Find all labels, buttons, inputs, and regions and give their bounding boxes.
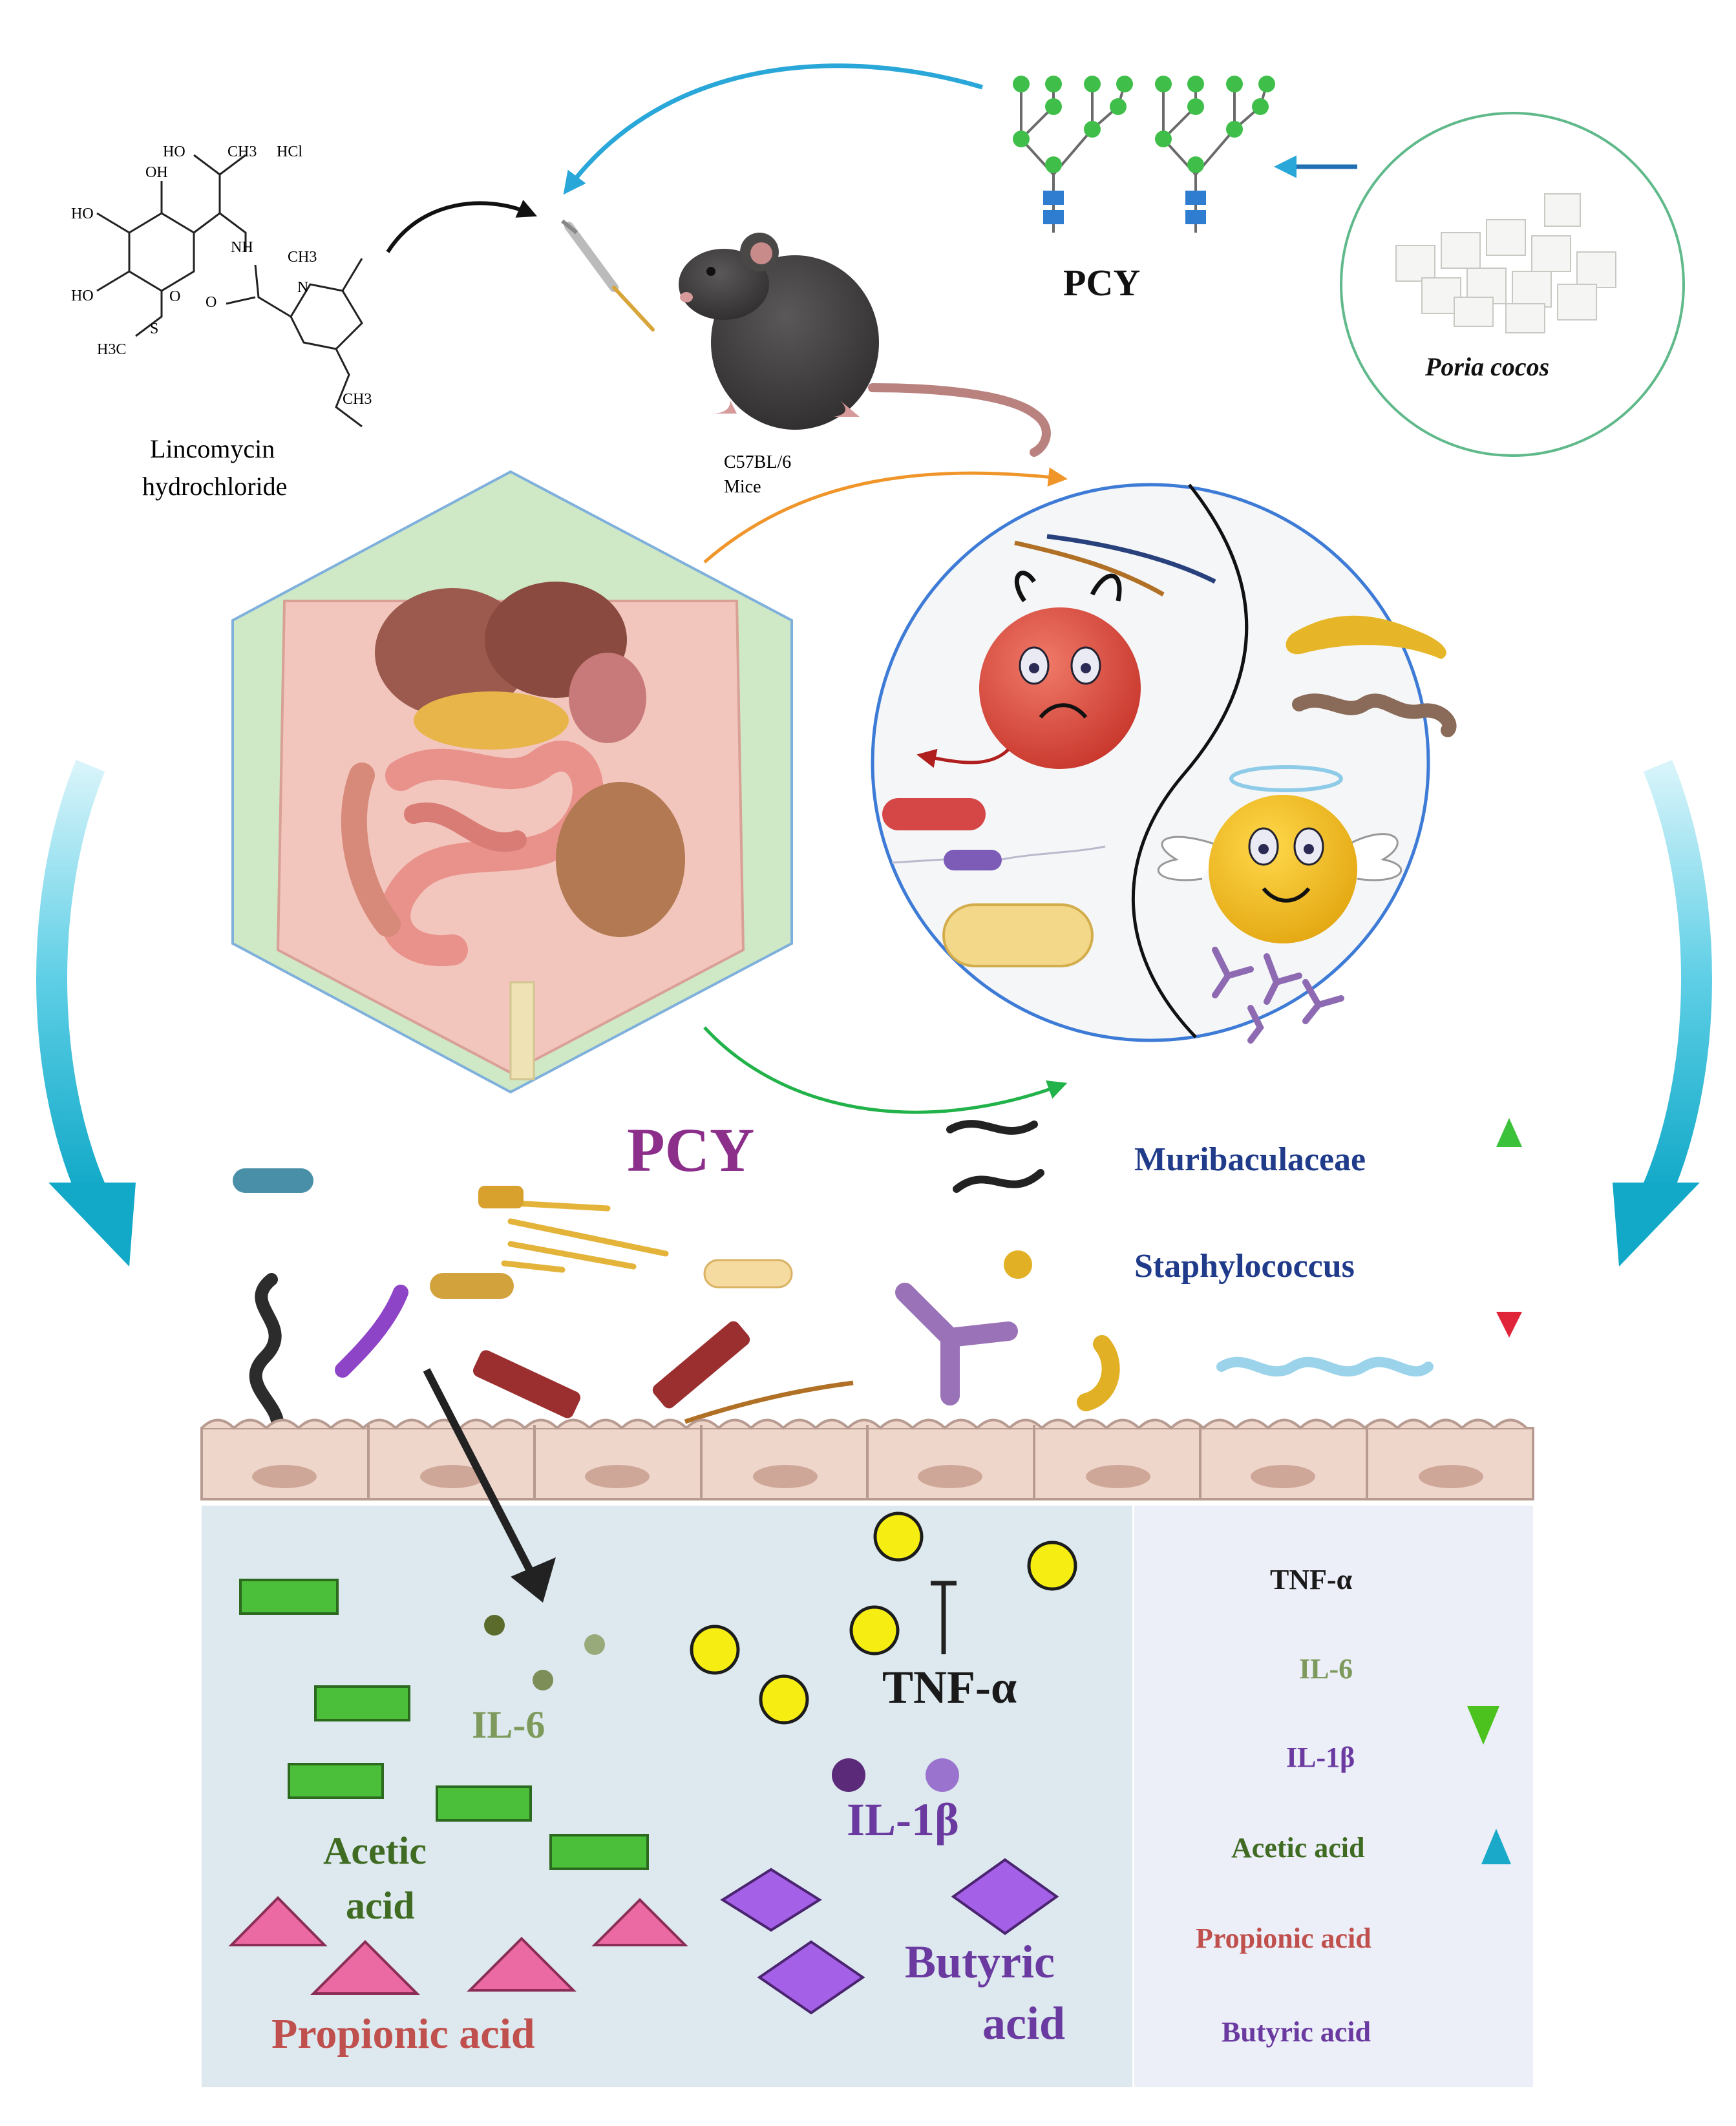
taxon-down-label: Staphylococcus: [1134, 1248, 1355, 1285]
il1b-dot-light: [926, 1758, 959, 1792]
il1b-label: IL-1β: [847, 1794, 959, 1846]
atom-ho-left1: HO: [71, 205, 94, 222]
atom-hcl: HCl: [277, 143, 303, 160]
drug-name-line1: Lincomycin: [150, 434, 275, 463]
inhibition-symbol: [931, 1581, 957, 1654]
taxon-up-label: Muribaculaceae: [1134, 1141, 1366, 1178]
il6-dots: [484, 1615, 605, 1690]
mouse: [679, 233, 1051, 457]
drug-name-line2: hydrochloride: [142, 472, 288, 501]
acetic-label-line1: Acetic: [323, 1829, 427, 1872]
atom-ho-left2: HO: [71, 288, 94, 304]
il1b-dot-dark: [832, 1758, 865, 1792]
tnf-label: TNF-α: [882, 1661, 1017, 1713]
atom-o-ring: O: [169, 288, 181, 305]
propionic-label: Propionic acid: [271, 2010, 535, 2058]
atom-oh: OH: [145, 164, 168, 181]
epithelium: [200, 1418, 1534, 1500]
summary-il6: IL-6: [1299, 1653, 1353, 1685]
acetic-label-line2: acid: [346, 1884, 415, 1927]
orange-arrow: [703, 467, 1068, 563]
propionic-acid-shapes: [228, 1896, 688, 1995]
summary-down-arrow: [1467, 1583, 1499, 1745]
summary-panel: [1134, 1506, 1533, 2087]
atom-nh: NH: [231, 239, 253, 256]
atom-n: N: [297, 279, 309, 296]
pcy-to-mouse-arrow: [563, 63, 983, 195]
atom-ch3-top: CH3: [228, 143, 257, 160]
black-diagonal-arrow: [423, 1368, 540, 1585]
black-arrowhead: [511, 1557, 556, 1603]
acetic-acid-shapes: [239, 1579, 649, 1870]
butyric-label-line1: Butyric: [905, 1936, 1055, 1988]
right-cyan-arrowhead: [1613, 1183, 1700, 1267]
lincomycin-structure: [96, 154, 363, 428]
microbiota-circle: [871, 483, 1457, 1044]
summary-tnf: TNF-α: [1270, 1564, 1353, 1595]
atom-ho-top: HO: [163, 143, 185, 160]
green-arrow: [703, 1026, 1068, 1114]
poria-cocos-circle: [1340, 112, 1685, 457]
atom-s: S: [150, 321, 159, 337]
poria-label: Poria cocos: [1425, 352, 1550, 381]
syringe-icon: [561, 219, 655, 332]
summary-acetic: Acetic acid: [1231, 1832, 1365, 1864]
pcy-top-label: PCY: [1063, 262, 1141, 304]
atom-h3c: H3C: [97, 341, 127, 358]
left-cyan-arrow: [36, 759, 105, 1195]
atom-ch3-n: CH3: [288, 249, 317, 266]
summary-il1b: IL-1β: [1286, 1742, 1355, 1773]
summary-up-arrow: [1481, 1829, 1511, 2036]
drug-arrow: [386, 200, 538, 253]
pcy-mid-label: PCY: [627, 1115, 755, 1184]
butyric-label-line2: acid: [982, 1997, 1066, 2049]
tnf-circles: [690, 1511, 1077, 1725]
lumen-microbes: [233, 1120, 1434, 1486]
atom-o-amide: O: [206, 294, 217, 311]
right-cyan-arrow: [1643, 759, 1712, 1195]
left-cyan-arrowhead: [48, 1183, 136, 1267]
summary-butyric: Butyric acid: [1222, 2016, 1371, 2048]
polysaccharide-icon: [1013, 76, 1275, 233]
butyric-acid-shapes: [720, 1858, 1059, 2015]
atom-ch3-end: CH3: [343, 391, 372, 408]
il6-label: IL-6: [472, 1703, 545, 1746]
intestine-illustration: [231, 470, 793, 1094]
mouse-label-line1: C57BL/6: [724, 452, 792, 472]
mouse-label-line2: Mice: [724, 477, 761, 497]
taxon-trend-arrows: [1496, 1118, 1522, 1338]
summary-propionic: Propionic acid: [1196, 1922, 1371, 1954]
